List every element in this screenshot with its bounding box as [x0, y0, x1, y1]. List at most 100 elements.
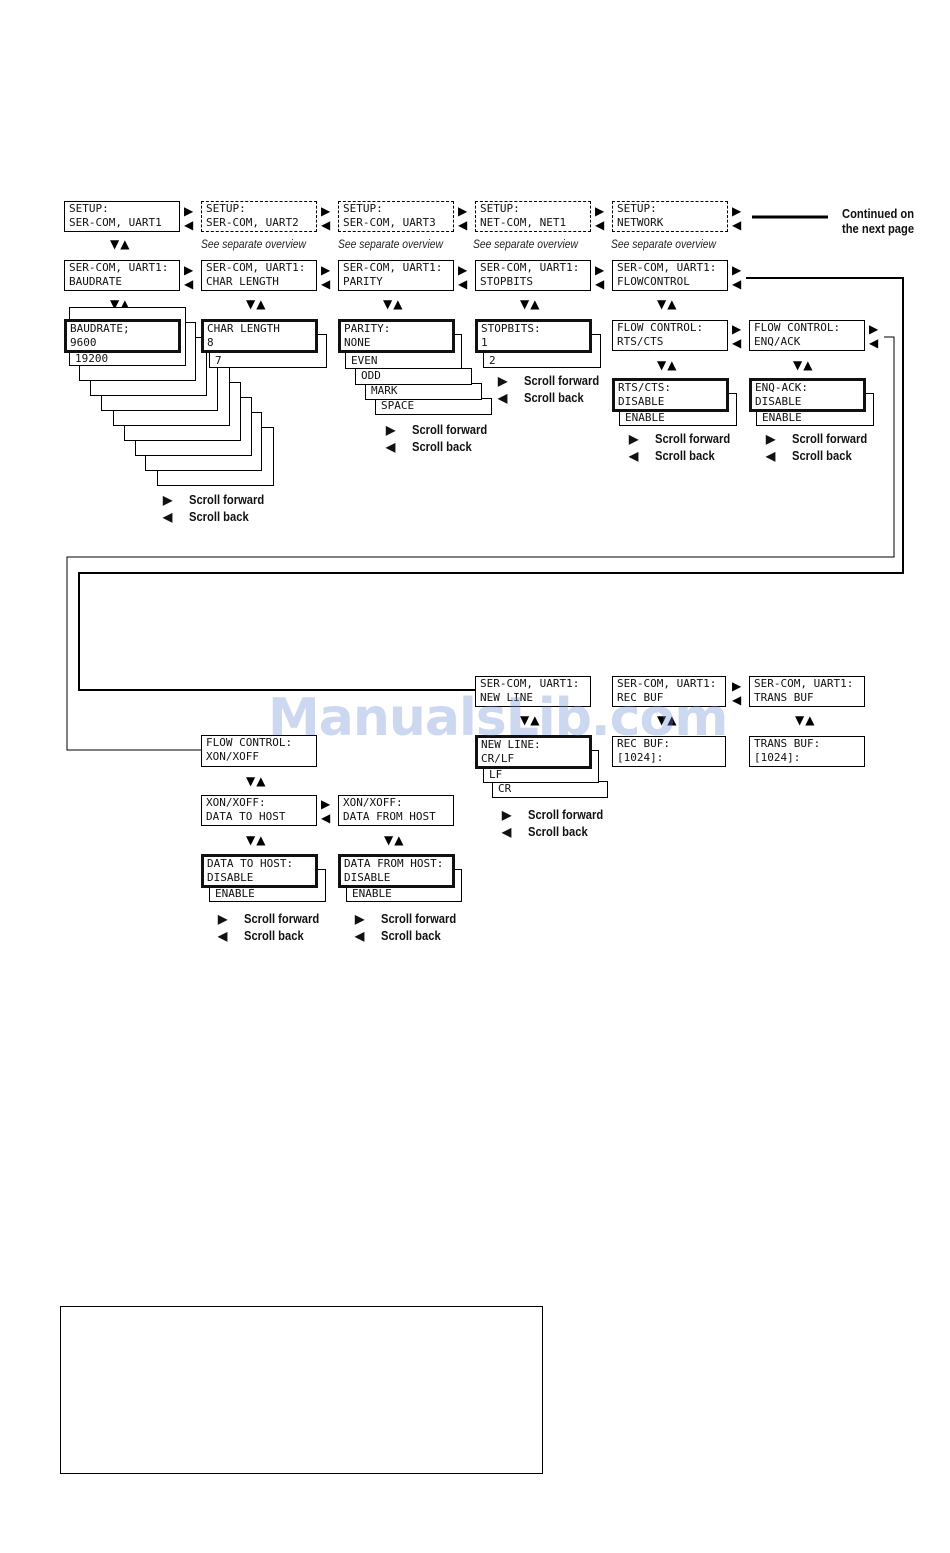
right-arrow-icon: ▶ [732, 679, 742, 693]
scroll-back-label: Scroll back [412, 439, 472, 454]
box-line-2: NET-COM, NET1 [480, 216, 567, 229]
box-line-1: SER-COM, UART1: [480, 677, 580, 690]
up-down-arrows-icon: ▼▲ [110, 237, 131, 251]
right-arrow-icon: ▶ [732, 263, 742, 277]
box-line-2: RTS/CTS [617, 335, 664, 348]
continued-line-2: the next page [842, 221, 915, 236]
newline-param-box: SER-COM, UART1: NEW LINE [475, 676, 591, 707]
box-line-1: SETUP: [343, 202, 383, 215]
box-line-2: DISABLE [344, 871, 391, 884]
box-line-2: SER-COM, UART1 [69, 216, 162, 229]
box-line-2: DISABLE [207, 871, 254, 884]
scroll-forward-label: Scroll forward [412, 422, 488, 437]
left-arrow-icon: ◀ [732, 693, 742, 707]
flow-enqack-box: FLOW CONTROL: ENQ/ACK [749, 320, 865, 351]
box-line-2: SER-COM, UART3 [343, 216, 436, 229]
box-line-2: [1024]: [617, 751, 664, 764]
flowcontrol-param-box: SER-COM, UART1: FLOWCONTROL [612, 260, 728, 291]
scroll-back-label: Scroll back [792, 448, 852, 463]
left-arrow-icon: ◀ [355, 929, 365, 943]
right-arrow-icon: ▶ [766, 432, 776, 446]
scroll-legend: ▶Scroll forward ◀Scroll back [218, 910, 331, 944]
xonxoff-to-host-box: XON/XOFF: DATA TO HOST [201, 795, 317, 826]
newline-value-box: NEW LINE: CR/LF [475, 735, 592, 769]
flowcontrol-to-newline-connector [78, 277, 904, 691]
box-line-1: TRANS BUF: [754, 737, 821, 750]
separate-overview-note: See separate overview [611, 237, 716, 251]
stopbits-value-box: STOPBITS: 1 [475, 319, 592, 353]
box-line-2: REC BUF [617, 691, 664, 704]
flow-rtscts-box: FLOW CONTROL: RTS/CTS [612, 320, 728, 351]
right-arrow-icon: ▶ [355, 912, 365, 926]
box-line-1: SER-COM, UART1: [343, 261, 443, 274]
newline-option: CR [492, 781, 608, 798]
left-arrow-icon: ◀ [163, 510, 173, 524]
up-down-arrows-icon: ▼▲ [657, 297, 678, 311]
box-line-1: STOPBITS: [481, 322, 541, 335]
box-line-1: SER-COM, UART1: [69, 261, 169, 274]
up-down-arrows-icon: ▼▲ [246, 833, 267, 847]
scroll-legend: ▶Scroll forward ◀Scroll back [498, 372, 611, 406]
box-line-1: XON/XOFF: [206, 796, 266, 809]
left-arrow-icon: ◀ [732, 336, 742, 350]
box-line-2: FLOWCONTROL [617, 275, 690, 288]
left-arrow-icon: ◀ [502, 825, 512, 839]
setup-net1-box: SETUP: NET-COM, NET1 [475, 201, 591, 232]
box-line-1: BAUDRATE; [70, 322, 130, 335]
scroll-forward-label: Scroll forward [244, 911, 320, 926]
right-arrow-icon: ▶ [458, 204, 468, 218]
left-arrow-icon: ◀ [458, 218, 468, 232]
left-arrow-icon: ◀ [595, 277, 605, 291]
box-line-2: DATA TO HOST [206, 810, 286, 823]
left-arrow-icon: ◀ [321, 277, 331, 291]
up-down-arrows-icon: ▼▲ [520, 297, 541, 311]
left-arrow-icon: ◀ [184, 218, 194, 232]
box-line-1: NEW LINE: [481, 738, 541, 751]
separate-overview-note: See separate overview [338, 237, 443, 251]
up-down-arrows-icon: ▼▲ [384, 833, 405, 847]
left-arrow-icon: ◀ [321, 811, 331, 825]
left-arrow-icon: ◀ [184, 277, 194, 291]
continued-note: Continued on the next page [842, 206, 914, 236]
left-arrow-icon: ◀ [869, 336, 879, 350]
box-line-2: PARITY [343, 275, 383, 288]
up-down-arrows-icon: ▼▲ [246, 774, 267, 788]
scroll-legend: ▶Scroll forward ◀Scroll back [355, 910, 468, 944]
parity-option: ODD [355, 368, 472, 385]
box-line-2: ENQ/ACK [754, 335, 801, 348]
transbuf-param-box: SER-COM, UART1: TRANS BUF [749, 676, 865, 707]
scroll-forward-label: Scroll forward [524, 373, 600, 388]
left-arrow-icon: ◀ [386, 440, 396, 454]
left-arrow-icon: ◀ [458, 277, 468, 291]
left-arrow-icon: ◀ [321, 218, 331, 232]
enqack-value-box: ENQ-ACK: DISABLE [749, 378, 866, 412]
box-line-1: SER-COM, UART1: [617, 261, 717, 274]
up-down-arrows-icon: ▼▲ [246, 297, 267, 311]
right-arrow-icon: ▶ [386, 423, 396, 437]
flow-xonxoff-box: FLOW CONTROL: XON/XOFF [201, 735, 317, 767]
scroll-legend: ▶ Scroll forward ◀ Scroll back [386, 421, 499, 455]
box-line-2: NEW LINE [480, 691, 533, 704]
box-line-1: SETUP: [69, 202, 109, 215]
box-line-2: BAUDRATE [69, 275, 122, 288]
left-arrow-icon: ◀ [595, 218, 605, 232]
box-line-1: SER-COM, UART1: [754, 677, 854, 690]
up-down-arrows-icon: ▼▲ [657, 713, 678, 727]
setup-network-box: SETUP: NETWORK [612, 201, 728, 232]
scroll-back-label: Scroll back [189, 509, 249, 524]
charlength-value-box: CHAR LENGTH 8 [201, 319, 318, 353]
setup-uart3-box: SETUP: SER-COM, UART3 [338, 201, 454, 232]
right-arrow-icon: ▶ [163, 493, 173, 507]
setup-uart1-box: SETUP: SER-COM, UART1 [64, 201, 180, 232]
box-line-1: SER-COM, UART1: [617, 677, 717, 690]
scroll-back-label: Scroll back [381, 928, 441, 943]
right-arrow-icon: ▶ [732, 322, 742, 336]
left-arrow-icon: ◀ [498, 391, 508, 405]
right-arrow-icon: ▶ [595, 263, 605, 277]
box-line-2: 9600 [70, 336, 97, 349]
box-line-1: SER-COM, UART1: [206, 261, 306, 274]
box-line-2: NETWORK [617, 216, 664, 229]
setup-uart2-box: SETUP: SER-COM, UART2 [201, 201, 317, 232]
box-line-1: CHAR LENGTH [207, 322, 280, 335]
